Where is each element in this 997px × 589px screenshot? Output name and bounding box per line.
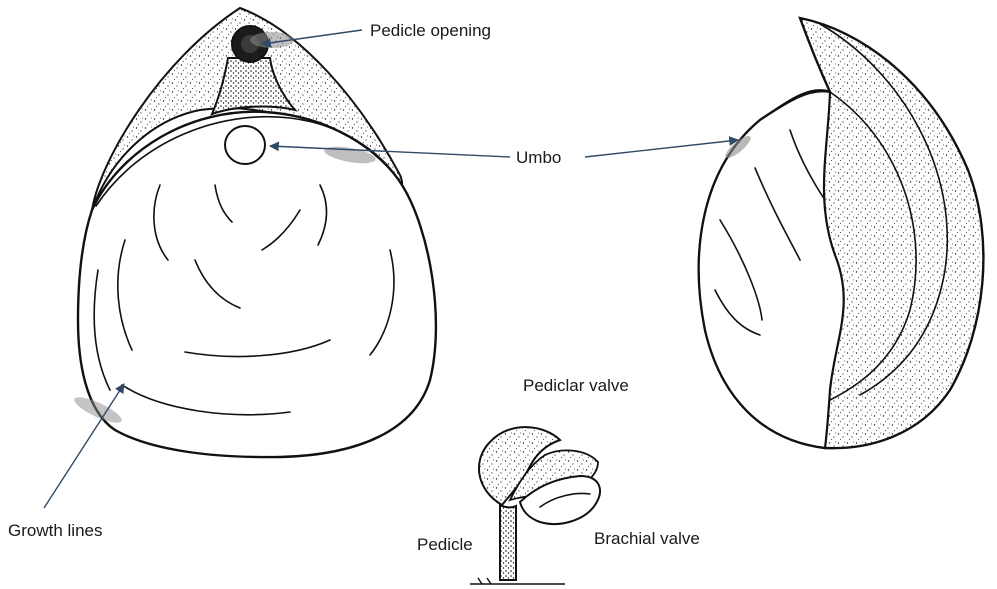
label-umbo: Umbo <box>516 148 561 167</box>
shell-body <box>78 112 436 457</box>
label-pedicle-opening: Pedicle opening <box>370 21 491 40</box>
umbo-node <box>225 126 265 164</box>
label-brachial-valve: Brachial valve <box>594 529 700 548</box>
shell-front-view <box>71 8 435 457</box>
arrow-umbo-right <box>585 140 738 157</box>
label-growth-lines: Growth lines <box>8 521 102 540</box>
shell-side-view <box>699 18 984 448</box>
pedicle-stalk <box>500 505 516 580</box>
side-shell-white-face <box>699 91 844 448</box>
shell-attached-view <box>470 427 600 584</box>
label-pedicle: Pedicle <box>417 535 473 554</box>
label-pediclar-valve: Pediclar valve <box>523 376 629 395</box>
